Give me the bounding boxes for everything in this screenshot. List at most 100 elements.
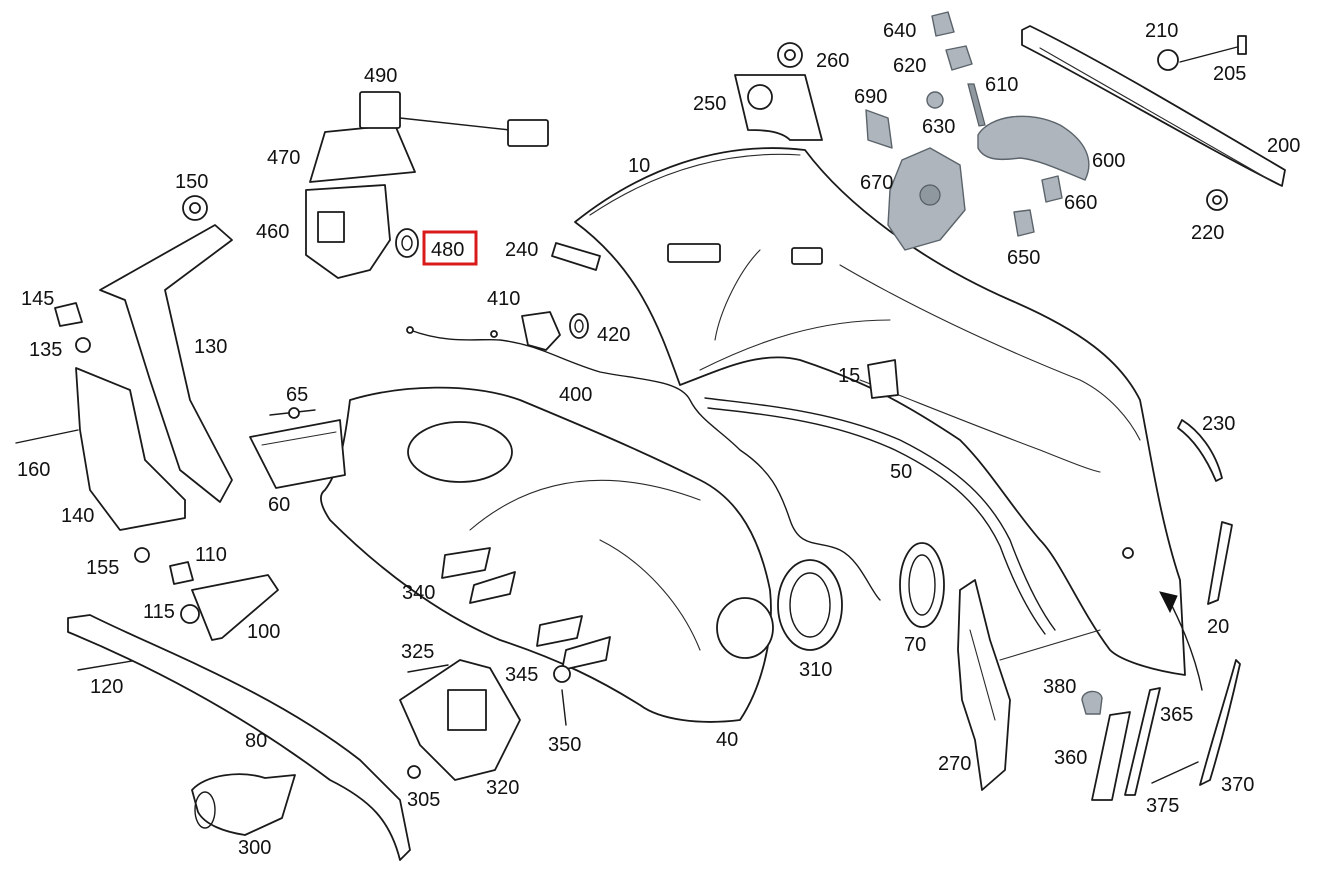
part-380-clip <box>1081 690 1103 715</box>
part-230-trim <box>1177 419 1223 482</box>
label-240: 240 <box>505 239 538 261</box>
part-420-ring <box>569 313 589 339</box>
part-410-sensor <box>521 311 561 351</box>
label-350: 350 <box>548 734 581 756</box>
part-350-bolt <box>561 689 567 726</box>
label-300: 300 <box>238 837 271 859</box>
part-60-side-cover <box>249 419 346 489</box>
part-200-reinforcement <box>1021 25 1286 187</box>
part-100-bracket <box>191 574 279 641</box>
part-40-lower-diffuser <box>319 386 774 723</box>
label-690: 690 <box>854 86 887 108</box>
part-345-nut <box>553 665 571 683</box>
part-360-trim <box>1091 711 1131 801</box>
part-400-harness <box>406 326 881 601</box>
label-380: 380 <box>1043 676 1076 698</box>
label-110: 110 <box>195 544 227 566</box>
label-50: 50 <box>890 461 912 483</box>
label-270: 270 <box>938 753 971 775</box>
label-70: 70 <box>904 634 926 656</box>
label-115: 115 <box>143 601 175 623</box>
label-20: 20 <box>1207 616 1229 638</box>
label-60: 60 <box>268 494 290 516</box>
label-370: 370 <box>1221 774 1254 796</box>
part-140-bracket <box>75 367 186 531</box>
label-40: 40 <box>716 729 738 751</box>
label-220: 220 <box>1191 222 1224 244</box>
label-130: 130 <box>194 336 227 358</box>
label-375: 375 <box>1146 795 1179 817</box>
part-145-clip <box>54 302 83 327</box>
part-340-fins <box>441 547 611 671</box>
label-310: 310 <box>799 659 832 681</box>
label-205: 205 <box>1213 63 1246 85</box>
callout-labels: 10 15 20 40 50 60 65 70 80 100 110 115 1… <box>17 20 1300 859</box>
label-660: 660 <box>1064 192 1097 214</box>
part-50-trim-strip <box>704 397 1056 635</box>
label-140: 140 <box>61 505 94 527</box>
part-130-bracket <box>99 224 233 503</box>
part-305-screw <box>407 765 421 779</box>
label-155: 155 <box>86 557 119 579</box>
label-345: 345 <box>505 664 538 686</box>
part-310-grille <box>777 559 843 651</box>
label-160: 160 <box>17 459 50 481</box>
label-15: 15 <box>838 365 860 387</box>
part-115-screw <box>180 604 200 624</box>
label-305: 305 <box>407 789 440 811</box>
label-470: 470 <box>267 147 300 169</box>
direction-arrow <box>1159 591 1203 691</box>
label-620: 620 <box>893 55 926 77</box>
part-630-clip <box>926 91 944 109</box>
label-650: 650 <box>1007 247 1040 269</box>
part-205-bolt <box>1179 35 1247 63</box>
part-610-pin <box>967 83 986 127</box>
part-10-bumper-cover <box>574 147 1186 676</box>
part-325-screw <box>407 664 449 673</box>
label-365: 365 <box>1160 704 1193 726</box>
part-490-module <box>359 91 549 147</box>
label-135: 135 <box>29 339 62 361</box>
label-65: 65 <box>286 384 308 406</box>
label-360: 360 <box>1054 747 1087 769</box>
part-375-screw <box>1151 761 1199 784</box>
part-135-screw <box>75 337 91 353</box>
label-400: 400 <box>559 384 592 406</box>
label-320: 320 <box>486 777 519 799</box>
part-670-bracket <box>887 147 966 251</box>
part-70-bezel <box>899 542 945 628</box>
part-600-hook-cover <box>977 115 1090 181</box>
label-210: 210 <box>1145 20 1178 42</box>
part-480-grommet <box>395 228 419 258</box>
part-155-screw <box>134 547 150 563</box>
label-260: 260 <box>816 50 849 72</box>
label-80: 80 <box>245 730 267 752</box>
label-610: 610 <box>985 74 1018 96</box>
part-210-washer <box>1157 49 1179 71</box>
label-325: 325 <box>401 641 434 663</box>
label-630: 630 <box>922 116 955 138</box>
part-250-bracket <box>734 74 823 141</box>
part-15-bracket <box>867 359 899 399</box>
part-260-grommet <box>777 42 803 68</box>
part-365-trim <box>1124 687 1161 796</box>
label-490: 490 <box>364 65 397 87</box>
label-340: 340 <box>402 582 435 604</box>
part-660-fitting <box>1041 175 1063 203</box>
part-80-rail <box>67 614 411 861</box>
label-670: 670 <box>860 172 893 194</box>
part-320-bracket <box>399 659 521 781</box>
label-420: 420 <box>597 324 630 346</box>
label-640: 640 <box>883 20 916 42</box>
part-270-bracket <box>957 579 1011 791</box>
part-120-bolt <box>77 659 139 671</box>
label-480: 480 <box>431 239 464 261</box>
label-120: 120 <box>90 676 123 698</box>
part-150-nut <box>182 195 208 221</box>
part-110-clip <box>169 561 194 585</box>
part-620-cap <box>945 45 973 71</box>
part-220-nut <box>1206 189 1228 211</box>
label-410: 410 <box>487 288 520 310</box>
label-200: 200 <box>1267 135 1300 157</box>
